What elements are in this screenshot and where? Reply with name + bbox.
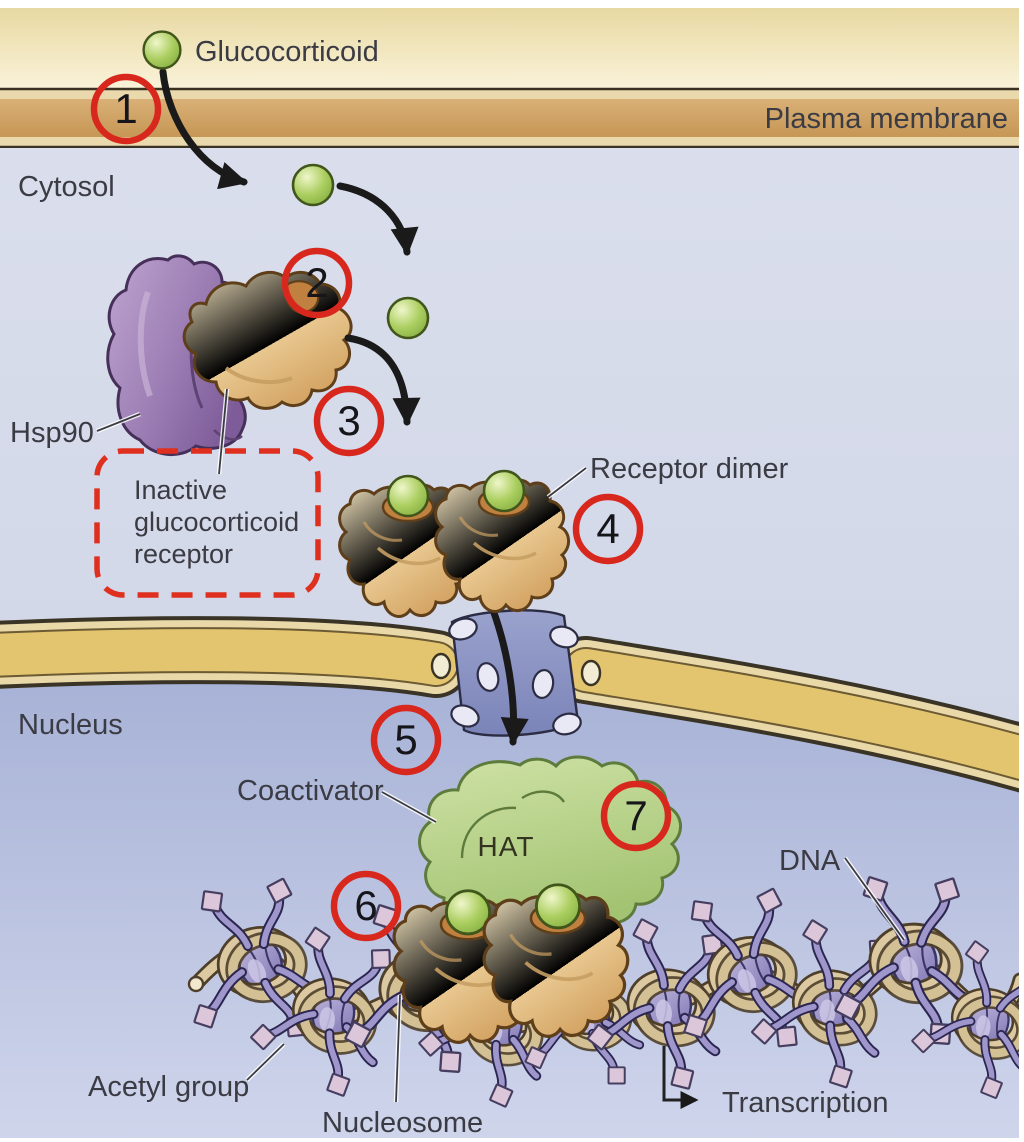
dna-label: DNA [779,845,841,877]
dashed-red-box [94,448,321,598]
step-marker-1: 1 [90,73,162,145]
plasma-membrane-label: Plasma membrane [765,103,1008,135]
cytosol-label: Cytosol [18,171,115,203]
inactive-receptor-line2: glucocorticoid [134,507,299,537]
arrow-step1 [159,68,248,190]
inactive-receptor-line1: Inactive [134,475,227,505]
transcription-label: Transcription [722,1087,889,1119]
receptor-dimer-cytosol [340,471,569,616]
step-marker-4: 4 [572,493,644,565]
step-marker-3: 3 [313,385,385,457]
chromatin-band [164,870,1024,1113]
receptor-dimer-nuclear [394,885,628,1043]
svg-text:1: 1 [114,85,137,132]
nuclear-pore-icon [448,609,582,737]
svg-text:3: 3 [337,397,360,444]
right-margin [1019,0,1024,1142]
hsp90-complex [106,254,353,457]
svg-text:4: 4 [596,505,619,552]
hat-label: HAT [478,831,535,862]
glucocorticoid-label: Glucocorticoid [195,36,379,68]
arrow-into-nucleus [486,598,529,746]
step-marker-7: 7 [600,780,672,852]
glucocorticoid-ball [291,163,335,207]
nucleus-label: Nucleus [18,709,123,741]
acetyl-group-label: Acetyl group [88,1071,249,1103]
dna-end-cap [187,975,205,993]
arrow-step2 [336,182,419,256]
glucocorticoid-ball [386,296,430,340]
step-marker-5: 5 [370,704,442,776]
arrow-step3 [344,334,421,426]
bottom-margin [0,1138,1024,1142]
top-margin [0,0,1024,8]
nuclear-envelope [0,616,1024,794]
inactive-receptor-line3: receptor [134,539,233,569]
leader-lines [96,388,906,1103]
inactive-receptor-annotation: Inactive glucocorticoid receptor [94,448,321,598]
svg-text:7: 7 [624,792,647,839]
svg-text:2: 2 [305,259,328,306]
glucocorticoid-ball [142,30,182,70]
pathway-arrows [159,68,421,426]
step-markers: 1 2 3 4 5 6 7 [90,73,672,942]
nucleosome-label: Nucleosome [322,1107,483,1139]
svg-text:5: 5 [394,716,417,763]
hsp90-label: Hsp90 [10,417,94,449]
svg-text:6: 6 [354,882,377,929]
transcription-arrow [662,1046,699,1109]
coactivator-label: Coactivator [237,775,384,807]
step-marker-6: 6 [330,870,402,942]
receptor-dimer-label: Receptor dimer [590,453,789,485]
step-marker-2: 2 [281,247,353,319]
